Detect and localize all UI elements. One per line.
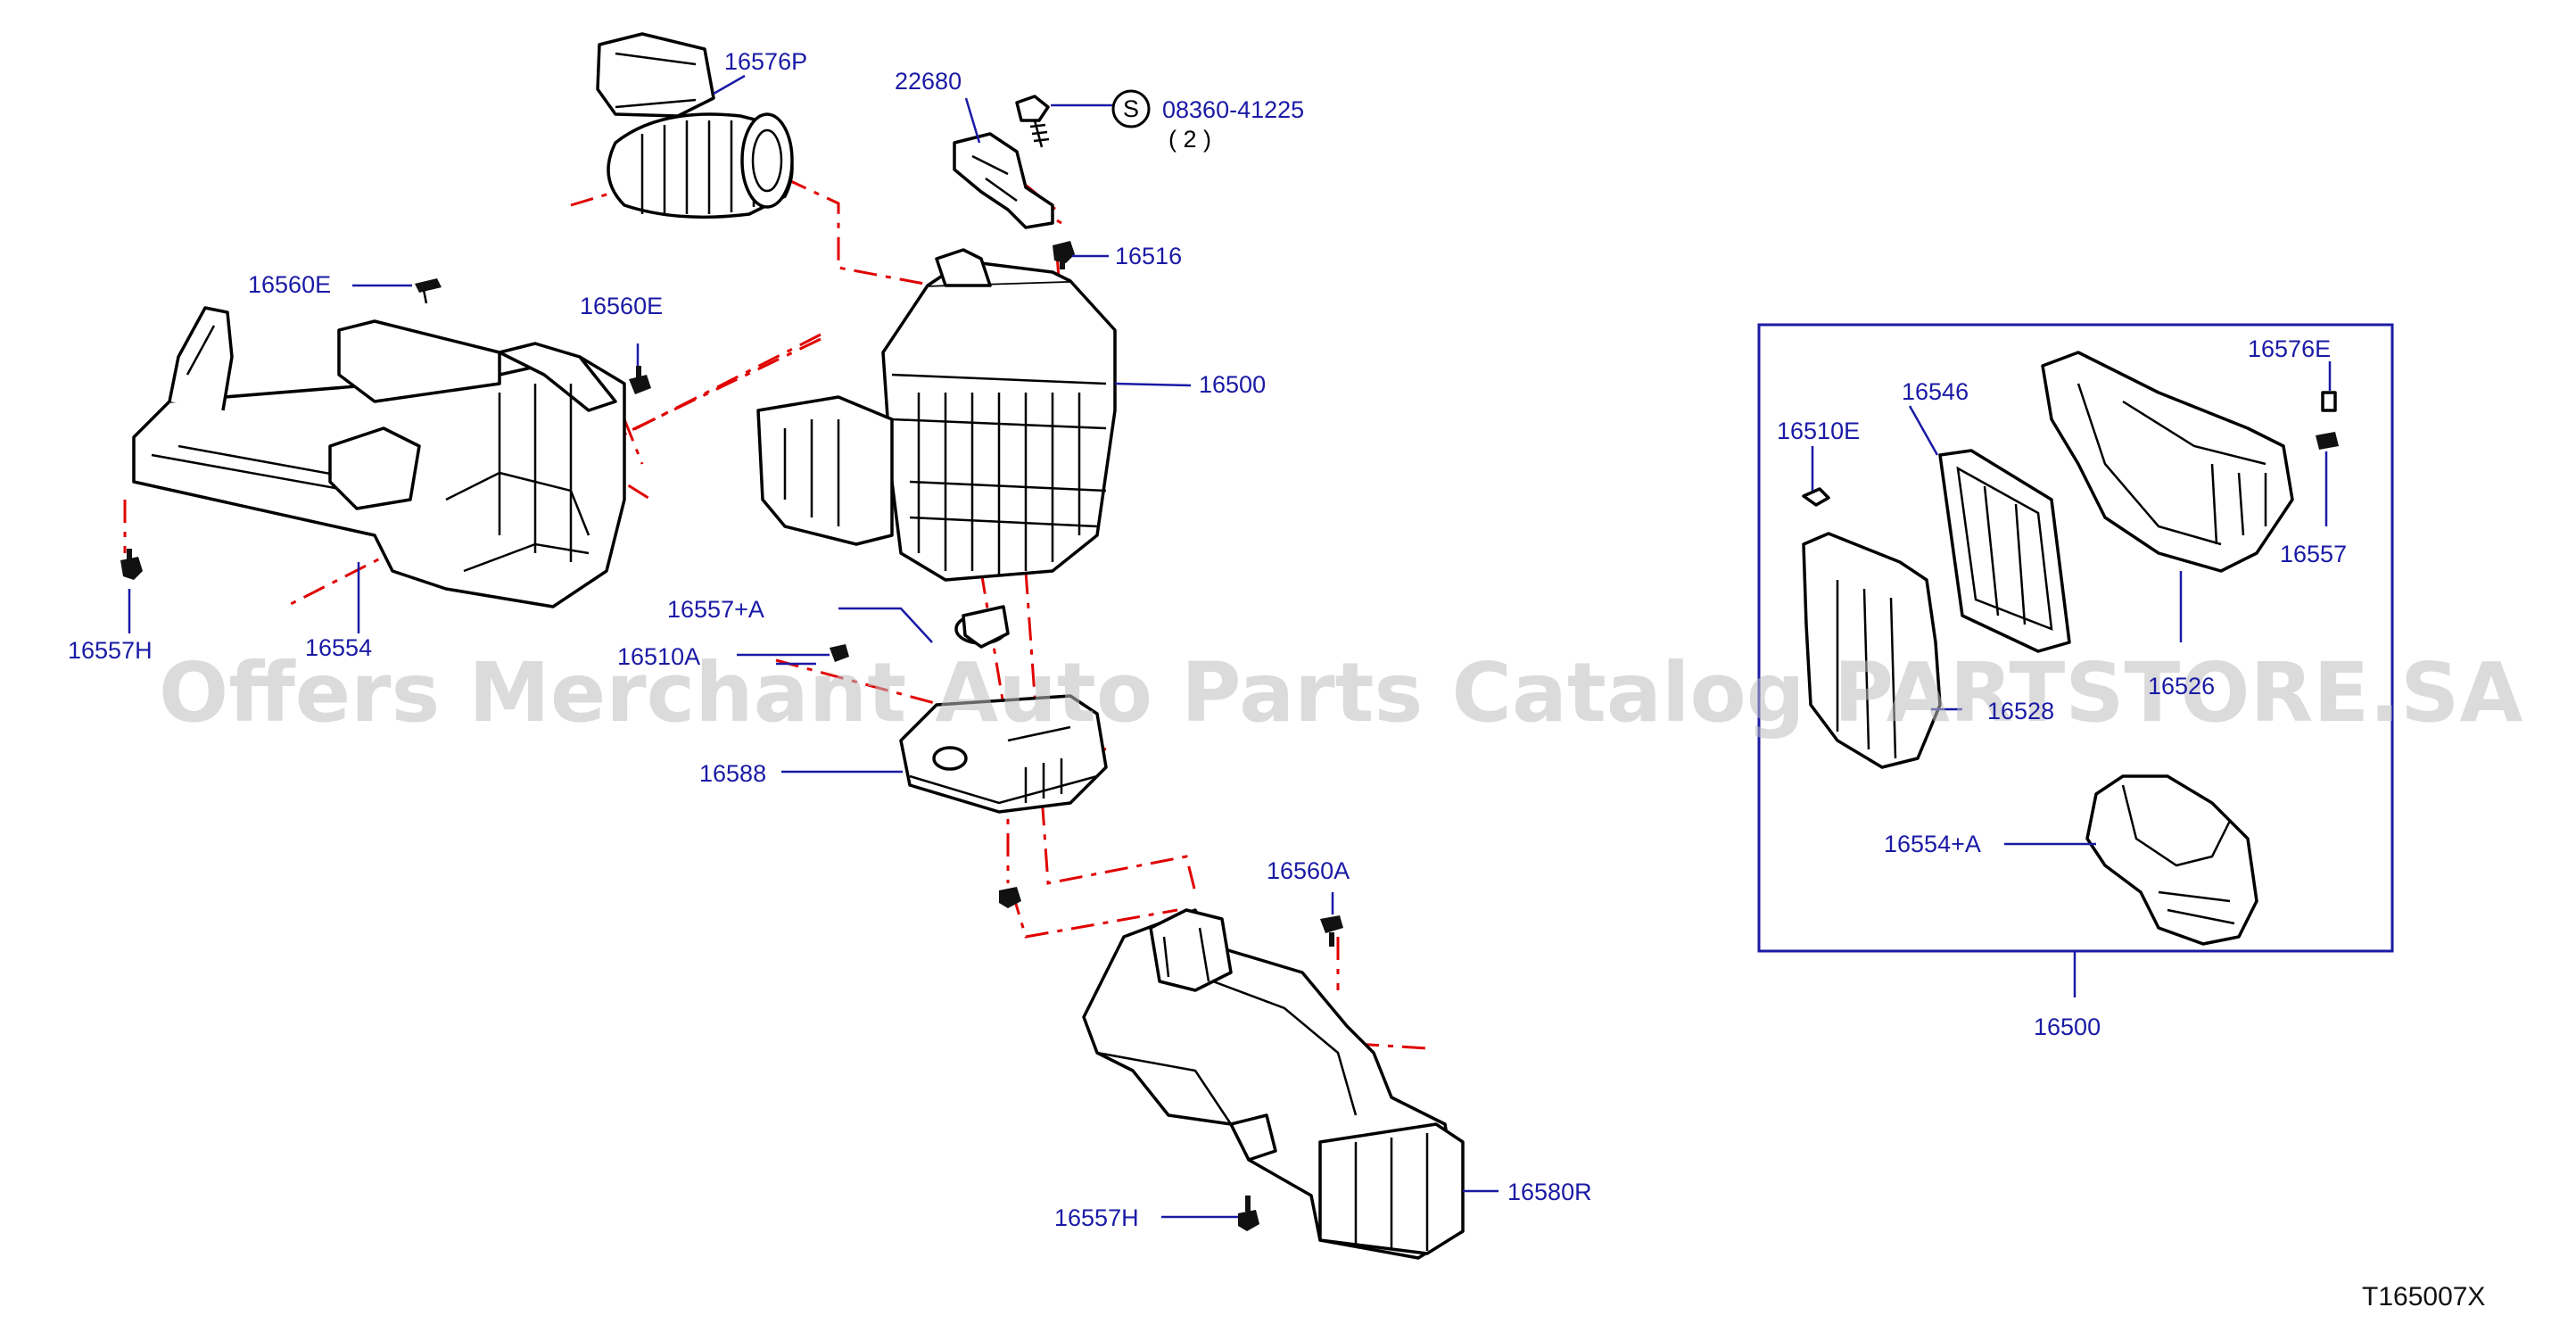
- part-16554A-duct[interactable]: [2085, 774, 2258, 946]
- callout-16500-box[interactable]: 16500: [2034, 1014, 2101, 1040]
- part-16557-grommet[interactable]: [2316, 432, 2339, 450]
- part-16526-upper-cover[interactable]: [2041, 351, 2294, 573]
- part-22680-sensor[interactable]: [953, 132, 1054, 229]
- part-16576E-cap[interactable]: [2321, 391, 2337, 412]
- part-16546-filter-element[interactable]: [1938, 449, 2071, 653]
- callout-16560A[interactable]: 16560A: [1267, 857, 1350, 884]
- callout-16560E-mid[interactable]: 16560E: [580, 293, 663, 319]
- callout-16576P[interactable]: 16576P: [724, 48, 807, 75]
- exploded-view-box: [1757, 323, 2394, 997]
- part-16557H-grommet-center[interactable]: [999, 887, 1021, 908]
- callout-16557H-left[interactable]: 16557H: [68, 637, 153, 664]
- part-16560A-bolt[interactable]: [1320, 915, 1343, 947]
- callout-16510E[interactable]: 16510E: [1777, 418, 1860, 444]
- screw-08360-41225[interactable]: [1015, 95, 1050, 148]
- callout-16588[interactable]: 16588: [699, 760, 766, 787]
- callout-16554[interactable]: 16554: [305, 634, 372, 661]
- watermark-text: Offers Merchant Auto Parts Catalog PARTS…: [159, 645, 2523, 741]
- part-16510A-clip[interactable]: [830, 644, 849, 662]
- callout-16500-main[interactable]: 16500: [1199, 371, 1266, 398]
- screw-symbol-badge: S: [1111, 89, 1151, 128]
- part-16588-bracket[interactable]: [899, 694, 1108, 814]
- part-16510E-clip[interactable]: [1802, 487, 1830, 507]
- callout-16526[interactable]: 16526: [2148, 673, 2215, 699]
- callout-labels: 16576P 22680 08360-41225 ( 2 ) 16516 165…: [68, 48, 2485, 1312]
- part-16528-lower-case[interactable]: [1802, 532, 1942, 769]
- callout-16557[interactable]: 16557: [2280, 541, 2347, 567]
- callout-16557H-bottom[interactable]: 16557H: [1054, 1204, 1139, 1231]
- part-16557A-grommet[interactable]: [962, 605, 1010, 649]
- callout-screw-qty: ( 2 ): [1168, 126, 1211, 153]
- callout-16576E[interactable]: 16576E: [2248, 335, 2331, 362]
- callout-16580R[interactable]: 16580R: [1507, 1179, 1592, 1205]
- part-16560E-bolt-left[interactable]: [415, 278, 442, 304]
- part-16560E-bolt-mid[interactable]: [629, 366, 651, 394]
- diagram-code: T165007X: [2362, 1282, 2485, 1312]
- leader-lines: [128, 74, 2332, 1219]
- callout-screw-part[interactable]: 08360-41225: [1162, 96, 1304, 123]
- callout-16560E-left[interactable]: 16560E: [248, 271, 331, 298]
- screw-symbol-text: S: [1123, 95, 1139, 122]
- part-16500-air-cleaner[interactable]: [756, 248, 1117, 645]
- callout-16546[interactable]: 16546: [1902, 378, 1969, 405]
- part-16557H-grommet-bottom[interactable]: [1238, 1196, 1259, 1231]
- callout-16528[interactable]: 16528: [1987, 698, 2054, 724]
- callout-16554A[interactable]: 16554+A: [1884, 831, 1981, 857]
- part-16576P-duct[interactable]: [596, 32, 794, 219]
- callout-16510A[interactable]: 16510A: [617, 643, 700, 670]
- callout-22680[interactable]: 22680: [895, 68, 962, 95]
- part-16554-air-duct[interactable]: [132, 306, 626, 608]
- part-16580R-resonator[interactable]: [1082, 908, 1465, 1260]
- part-16557H-grommet-left[interactable]: [120, 549, 143, 580]
- callout-16557A[interactable]: 16557+A: [667, 596, 764, 623]
- callout-16516[interactable]: 16516: [1115, 243, 1182, 269]
- part-16516-clip[interactable]: [1053, 241, 1075, 269]
